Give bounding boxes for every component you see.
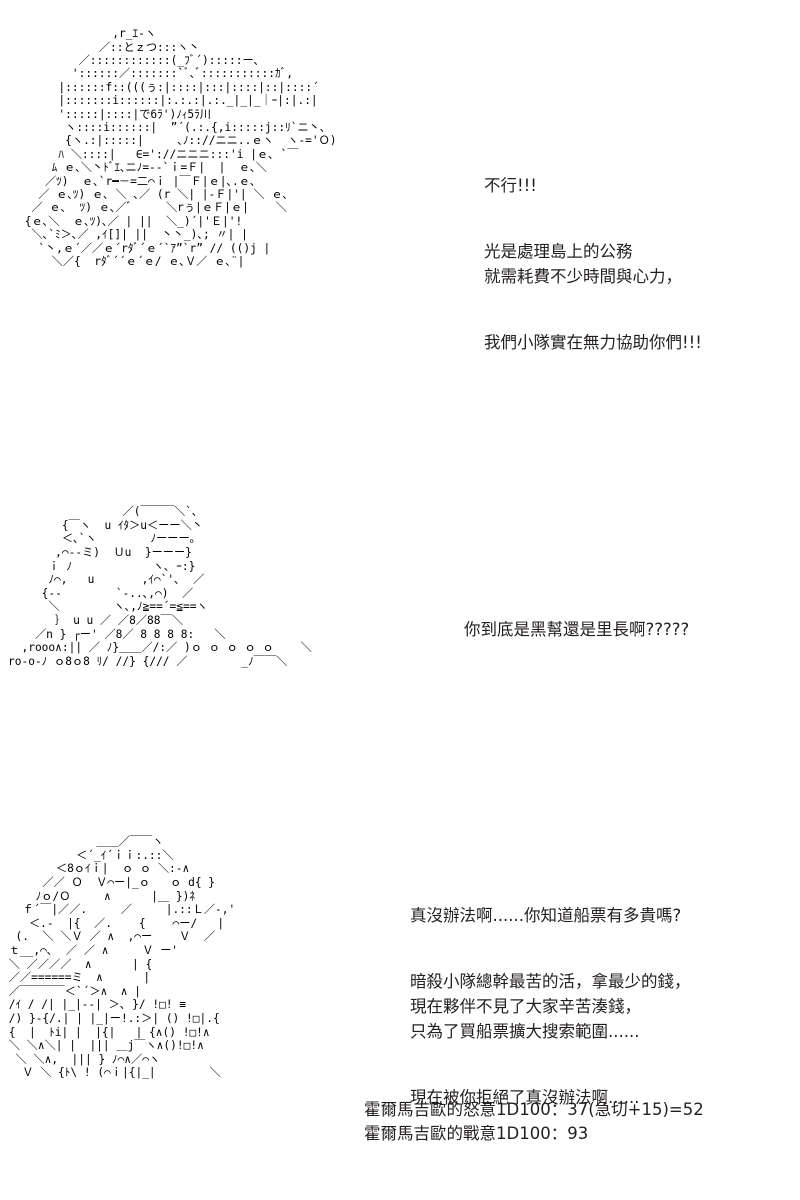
dialogue-3-paragraph-1: 真沒辦法啊......你知道船票有多貴嗎? [410,906,682,925]
dialogue-block-1: 不行!!! 光是處理島上的公務 就需耗費不少時間與心力， 我們小隊實在無力協助你… [484,148,702,380]
dice-result-anger: 霍爾馬吉歐的怒意1D100：37(急切+15)=52 [364,1100,704,1119]
dialogue-block-3: 真沒辦法啊......你知道船票有多貴嗎? 暗殺小隊總幹最苦的活，拿最少的錢， … [410,878,691,1135]
dialogue-block-2: 你到底是黑幫還是里長啊????? [464,592,689,667]
hooded-character-ascii-art: ,r_ｴ-ヽ ／::とｚつ:::ヽ丶 ／::::::::::::(_ﾌﾞ´)::… [24,27,337,269]
dialogue-3-paragraph-3: 現在被你拒絕了真沒辦法啊...... [410,1088,640,1107]
dice-result-fighting-spirit: 霍爾馬吉歐的戰意1D100：93 [364,1124,589,1143]
dice-results-block: 霍爾馬吉歐的怒意1D100：37(急切+15)=52 霍爾馬吉歐的戰意1D100… [364,1098,704,1146]
gangster-character-ascii-art: ／(￣￣￣＼`､ {￣ヽ u ｲﾀ＞u＜ーー＼丶 ＜､`ヽ ﾉーーー。 ,⌒--… [8,505,312,668]
dialogue-2-paragraph-1: 你到底是黑幫還是里長啊????? [464,620,690,639]
dialogue-1-paragraph-2: 光是處理島上的公務 就需耗費不少時間與心力， [484,242,682,286]
dialogue-3-paragraph-2: 暗殺小隊總幹最苦的活，拿最少的錢， 現在夥伴不見了大家辛苦湊錢， 只為了買船票擴… [410,972,691,1041]
kneeling-character-ascii-art: ＿＿／￣￣ヽ ＜´_ｲ´ｉｉ:.::＼ ＜8ｏｲｉ| ｏ ｏ ＼:-∧ ／／ Ｏ… [8,835,236,1080]
dialogue-1-paragraph-1: 不行!!! [484,176,537,195]
dialogue-1-paragraph-3: 我們小隊實在無力協助你們!!! [484,333,702,352]
